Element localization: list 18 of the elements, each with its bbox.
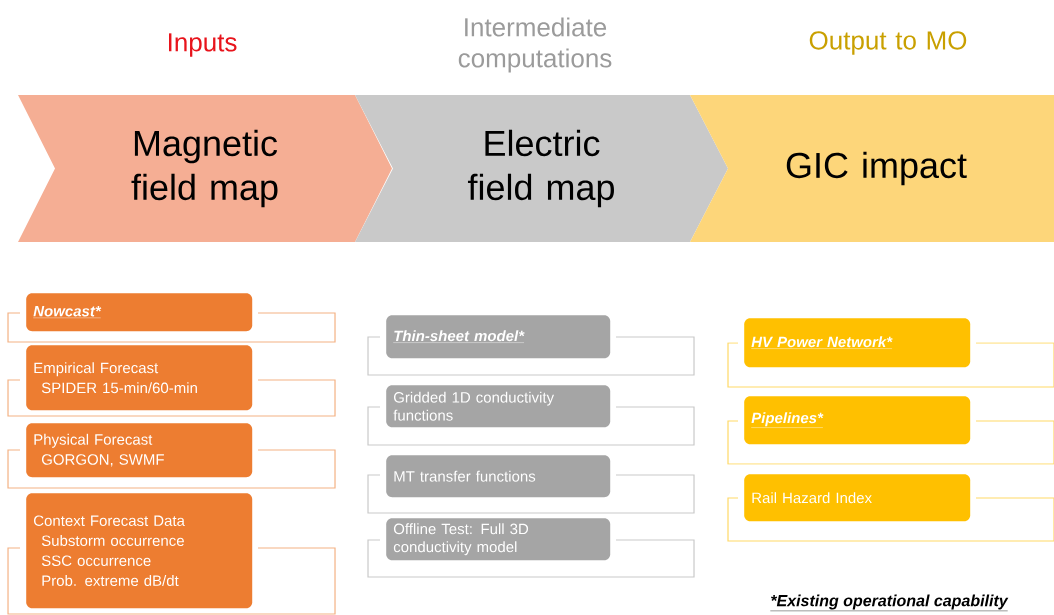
footnote: *Existing operational capability [770,594,1009,612]
process-step: Electric field map [355,95,728,242]
item-box: Context Forecast Data Substorm occurrence SSC occurrence Prob. extreme dB/dt [26,493,253,609]
process-step: GIC impact [690,95,1054,242]
process-step: Magnetic field map [18,95,392,242]
item-box: Pipelines* [744,396,971,445]
item-box: Gridded 1D conductivity functions [386,385,611,428]
column-heading: Inputs [169,33,237,57]
item-box: Nowcast* [26,293,253,332]
item-box: MT transfer functions [386,455,611,498]
item-box: HV Power Network* [744,318,971,368]
item-box: Physical Forecast GORGON, SWMF [26,423,253,478]
item-box: Offline Test: Full 3D conductivity model [386,518,611,561]
column-heading: Output to MO [809,31,967,55]
column-heading: Intermediate computations [458,17,612,73]
item-box: Thin-sheet model* [386,315,611,359]
item-box: Rail Hazard Index [744,474,971,522]
item-box: Empirical Forecast SPIDER 15-min/60-min [26,345,253,411]
